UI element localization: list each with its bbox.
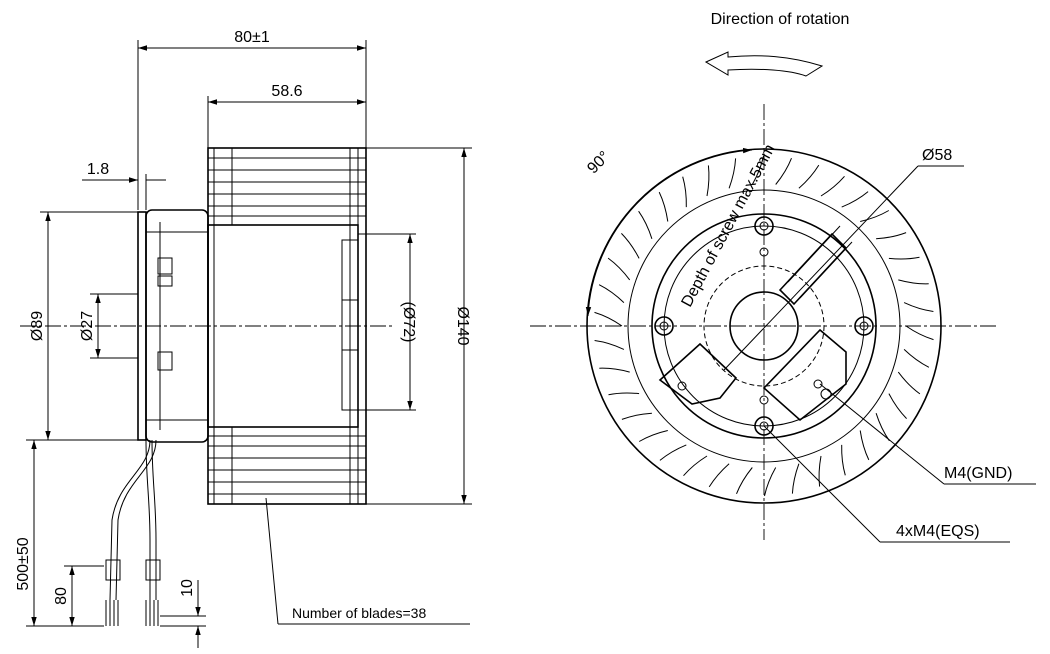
dim-overall-width: 80±1	[234, 29, 270, 46]
impeller-blade	[607, 257, 631, 281]
hub-bore	[729, 291, 799, 361]
side-view: 80±1 58.6 1.8 Ø89 Ø27 (Ø72) Ø140	[15, 29, 472, 648]
impeller-blades	[207, 147, 367, 505]
dim-impeller-dia: Ø140	[454, 306, 471, 345]
impeller-blade	[599, 367, 630, 373]
dim-flange: 1.8	[87, 161, 109, 178]
impeller-blade	[683, 455, 708, 477]
impeller-blade	[658, 191, 669, 222]
impeller-blade	[860, 210, 890, 222]
blades-note: Number of blades=38	[292, 605, 426, 621]
impeller-blade	[598, 284, 625, 303]
motor-body	[137, 209, 209, 443]
impeller-blade	[706, 165, 710, 197]
impeller-blade	[841, 191, 869, 208]
impeller-blade	[708, 463, 730, 488]
impeller-blade	[876, 232, 907, 240]
front-view: Depth of screw max.5mm Direction of rota…	[530, 11, 1036, 543]
connector-left	[658, 342, 738, 405]
screw-bottom	[754, 416, 774, 436]
impeller-blade	[728, 158, 737, 189]
screw-top	[754, 216, 774, 236]
impeller-blade	[608, 392, 640, 396]
dim-shaft-dia: Ø58	[922, 147, 952, 164]
screws-label: 4xM4(EQS)	[896, 523, 980, 540]
impeller-blade	[897, 371, 921, 395]
dim-cable-strip: 80	[53, 587, 70, 605]
impeller-blade	[905, 325, 934, 341]
impeller-blade	[736, 467, 753, 494]
angle-label: 90°	[584, 148, 613, 177]
screw-left	[654, 316, 674, 336]
impeller-blade	[875, 413, 890, 442]
impeller-blade	[791, 463, 800, 494]
impeller-blade	[903, 349, 930, 368]
impeller-blade	[659, 444, 687, 461]
cable-slot	[778, 225, 853, 306]
impeller-blade	[621, 412, 652, 420]
impeller-blade	[898, 279, 929, 285]
impeller-blade	[594, 311, 623, 327]
impeller-outer	[586, 148, 942, 504]
impeller-blade	[820, 175, 845, 197]
rotation-label: Direction of rotation	[711, 11, 850, 28]
impeller-blade	[841, 444, 846, 476]
rotation-arrow-icon	[704, 51, 824, 77]
ground-label: M4(GND)	[944, 465, 1012, 482]
impeller-blade	[638, 430, 668, 442]
impeller-blade	[594, 340, 625, 350]
motor-plate	[651, 213, 877, 439]
impeller-blade	[798, 164, 820, 189]
impeller-blade	[859, 430, 870, 461]
dim-motor-dia: Ø89	[29, 311, 46, 341]
impeller-blade	[903, 302, 934, 312]
dim-wire-strip: 10	[179, 579, 196, 597]
impeller-blade	[621, 233, 640, 259]
impeller-blade	[775, 158, 792, 185]
impeller-blade	[888, 256, 920, 260]
impeller-blade	[818, 455, 822, 487]
impeller-blade	[888, 393, 907, 419]
dim-inner-dia: (Ø72)	[400, 302, 417, 343]
impeller-blade	[638, 210, 653, 239]
connector-right	[762, 328, 847, 422]
dim-hub-dia: Ø27	[79, 311, 96, 341]
cable-bundle	[105, 439, 161, 626]
impeller-blade	[764, 467, 777, 497]
impeller-blade	[682, 176, 687, 208]
impeller-blade	[751, 155, 764, 185]
dim-cable-length: 500±50	[15, 537, 32, 590]
dim-impeller-width: 58.6	[271, 83, 302, 100]
screw-right	[854, 316, 874, 336]
